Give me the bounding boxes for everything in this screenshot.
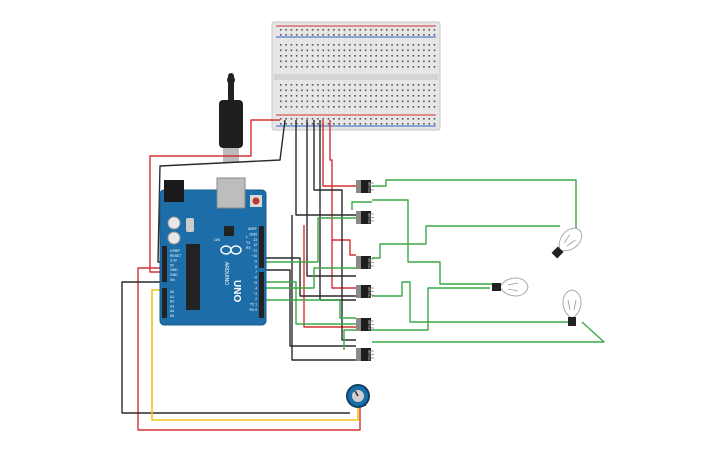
tx-label: TX — [246, 241, 251, 245]
dc-jack — [164, 180, 184, 202]
wire-red — [137, 267, 361, 431]
pin-label: 12 — [253, 243, 257, 247]
breadboard[interactable] — [271, 21, 441, 131]
capacitor — [167, 216, 181, 230]
mosfet-label: IRF540 — [367, 350, 371, 361]
arduino-logo — [220, 245, 242, 255]
wire-red — [331, 240, 356, 289]
arduino-model-label: UNO — [231, 280, 242, 302]
wire-green — [263, 217, 356, 263]
mosfet-6[interactable]: IRF540 — [356, 348, 374, 361]
usb-cable[interactable] — [219, 73, 243, 162]
pin-label: TX 1 — [250, 303, 257, 307]
power-header — [162, 246, 167, 282]
wire-green — [263, 267, 356, 289]
wire-green — [372, 199, 494, 285]
wire-green — [263, 281, 356, 325]
light-bulb-1[interactable] — [548, 224, 586, 262]
pin-label: 4 — [255, 286, 257, 290]
wire-red — [329, 120, 356, 256]
pin-label: 2 — [255, 297, 257, 301]
wire-black — [291, 215, 356, 361]
pin-label: 5V — [170, 263, 175, 267]
wire-black — [319, 120, 356, 301]
mosfet-4[interactable]: IRF540 — [356, 285, 374, 298]
arduino-uno-board[interactable]: ARDUINO UNO ON TX RX L IOREFRESET3.3V5VG… — [159, 177, 267, 326]
pin-label: ~9 — [253, 259, 257, 263]
pin-label: A1 — [170, 295, 174, 299]
wire-black — [157, 119, 286, 263]
digital-header-bottom — [259, 272, 264, 318]
wire-green — [372, 281, 570, 323]
pin-label: A2 — [170, 300, 174, 304]
pin-label: AREF — [248, 227, 257, 231]
pin-label: GND — [170, 268, 178, 272]
pin-label: 13 — [253, 238, 257, 242]
wire-green — [263, 299, 356, 319]
pin-label: ~11 — [252, 249, 258, 253]
pin-label: Vin — [170, 278, 175, 282]
pin-label: ~6 — [253, 276, 257, 280]
wire-red — [322, 120, 356, 187]
rx-label: RX — [246, 246, 252, 250]
wire-green — [372, 225, 560, 259]
wire-green — [372, 287, 490, 331]
pin-label: GND — [249, 232, 257, 236]
wire-green — [372, 321, 605, 343]
pin-label: ~5 — [253, 281, 257, 285]
wire-black — [313, 120, 356, 341]
mosfet-label: IRF540 — [367, 320, 371, 331]
arduino-brand-label: ARDUINO — [223, 262, 229, 285]
wire-green — [351, 201, 372, 210]
pin-label: IOREF — [170, 249, 180, 253]
wire-green — [372, 179, 577, 233]
wire-red — [303, 225, 356, 328]
pin-label: A4 — [170, 309, 174, 313]
wires — [121, 119, 605, 431]
pin-label: RESET — [170, 254, 181, 258]
mosfet-label: IRF540 — [367, 287, 371, 298]
pin-label: A0 — [170, 290, 174, 294]
mosfet-label: IRF540 — [367, 258, 371, 269]
pin-label: 3.3V — [170, 259, 178, 263]
analog-header — [162, 288, 167, 318]
wire-black — [295, 120, 356, 216]
wire-red — [149, 119, 280, 273]
mosfet-label: IRF540 — [367, 182, 371, 193]
wire-black — [121, 281, 350, 414]
usb-socket — [216, 177, 246, 209]
pin-label: ~3 — [253, 292, 257, 296]
pin-label: GND — [170, 273, 178, 277]
capacitor — [167, 231, 181, 245]
pin-label: A5 — [170, 314, 174, 318]
pin-label: ~10 — [251, 254, 257, 258]
wire-black — [263, 269, 356, 347]
pin-label: RX 0 — [249, 308, 257, 312]
mosfet-2[interactable]: IRF540 — [356, 211, 374, 224]
potentiometer[interactable] — [346, 384, 370, 408]
mosfet-1[interactable]: IRF540 — [356, 180, 374, 193]
light-bulb-2[interactable] — [492, 277, 529, 297]
on-label: ON — [214, 237, 220, 242]
l-label: L — [246, 235, 248, 239]
wire-yellow — [151, 289, 359, 421]
atmega-chip — [186, 244, 200, 310]
pin-label: 8 — [255, 265, 257, 269]
pin-label: 7 — [255, 270, 257, 274]
pin-label: A3 — [170, 304, 174, 308]
light-bulb-3[interactable] — [562, 289, 582, 326]
digital-header-top — [259, 226, 264, 268]
mosfet-label: IRF540 — [367, 213, 371, 224]
mosfet-5[interactable]: IRF540 — [356, 318, 374, 331]
wire-black — [263, 257, 356, 297]
wire-black — [306, 120, 356, 277]
mosfet-3[interactable]: IRF540 — [356, 256, 374, 269]
